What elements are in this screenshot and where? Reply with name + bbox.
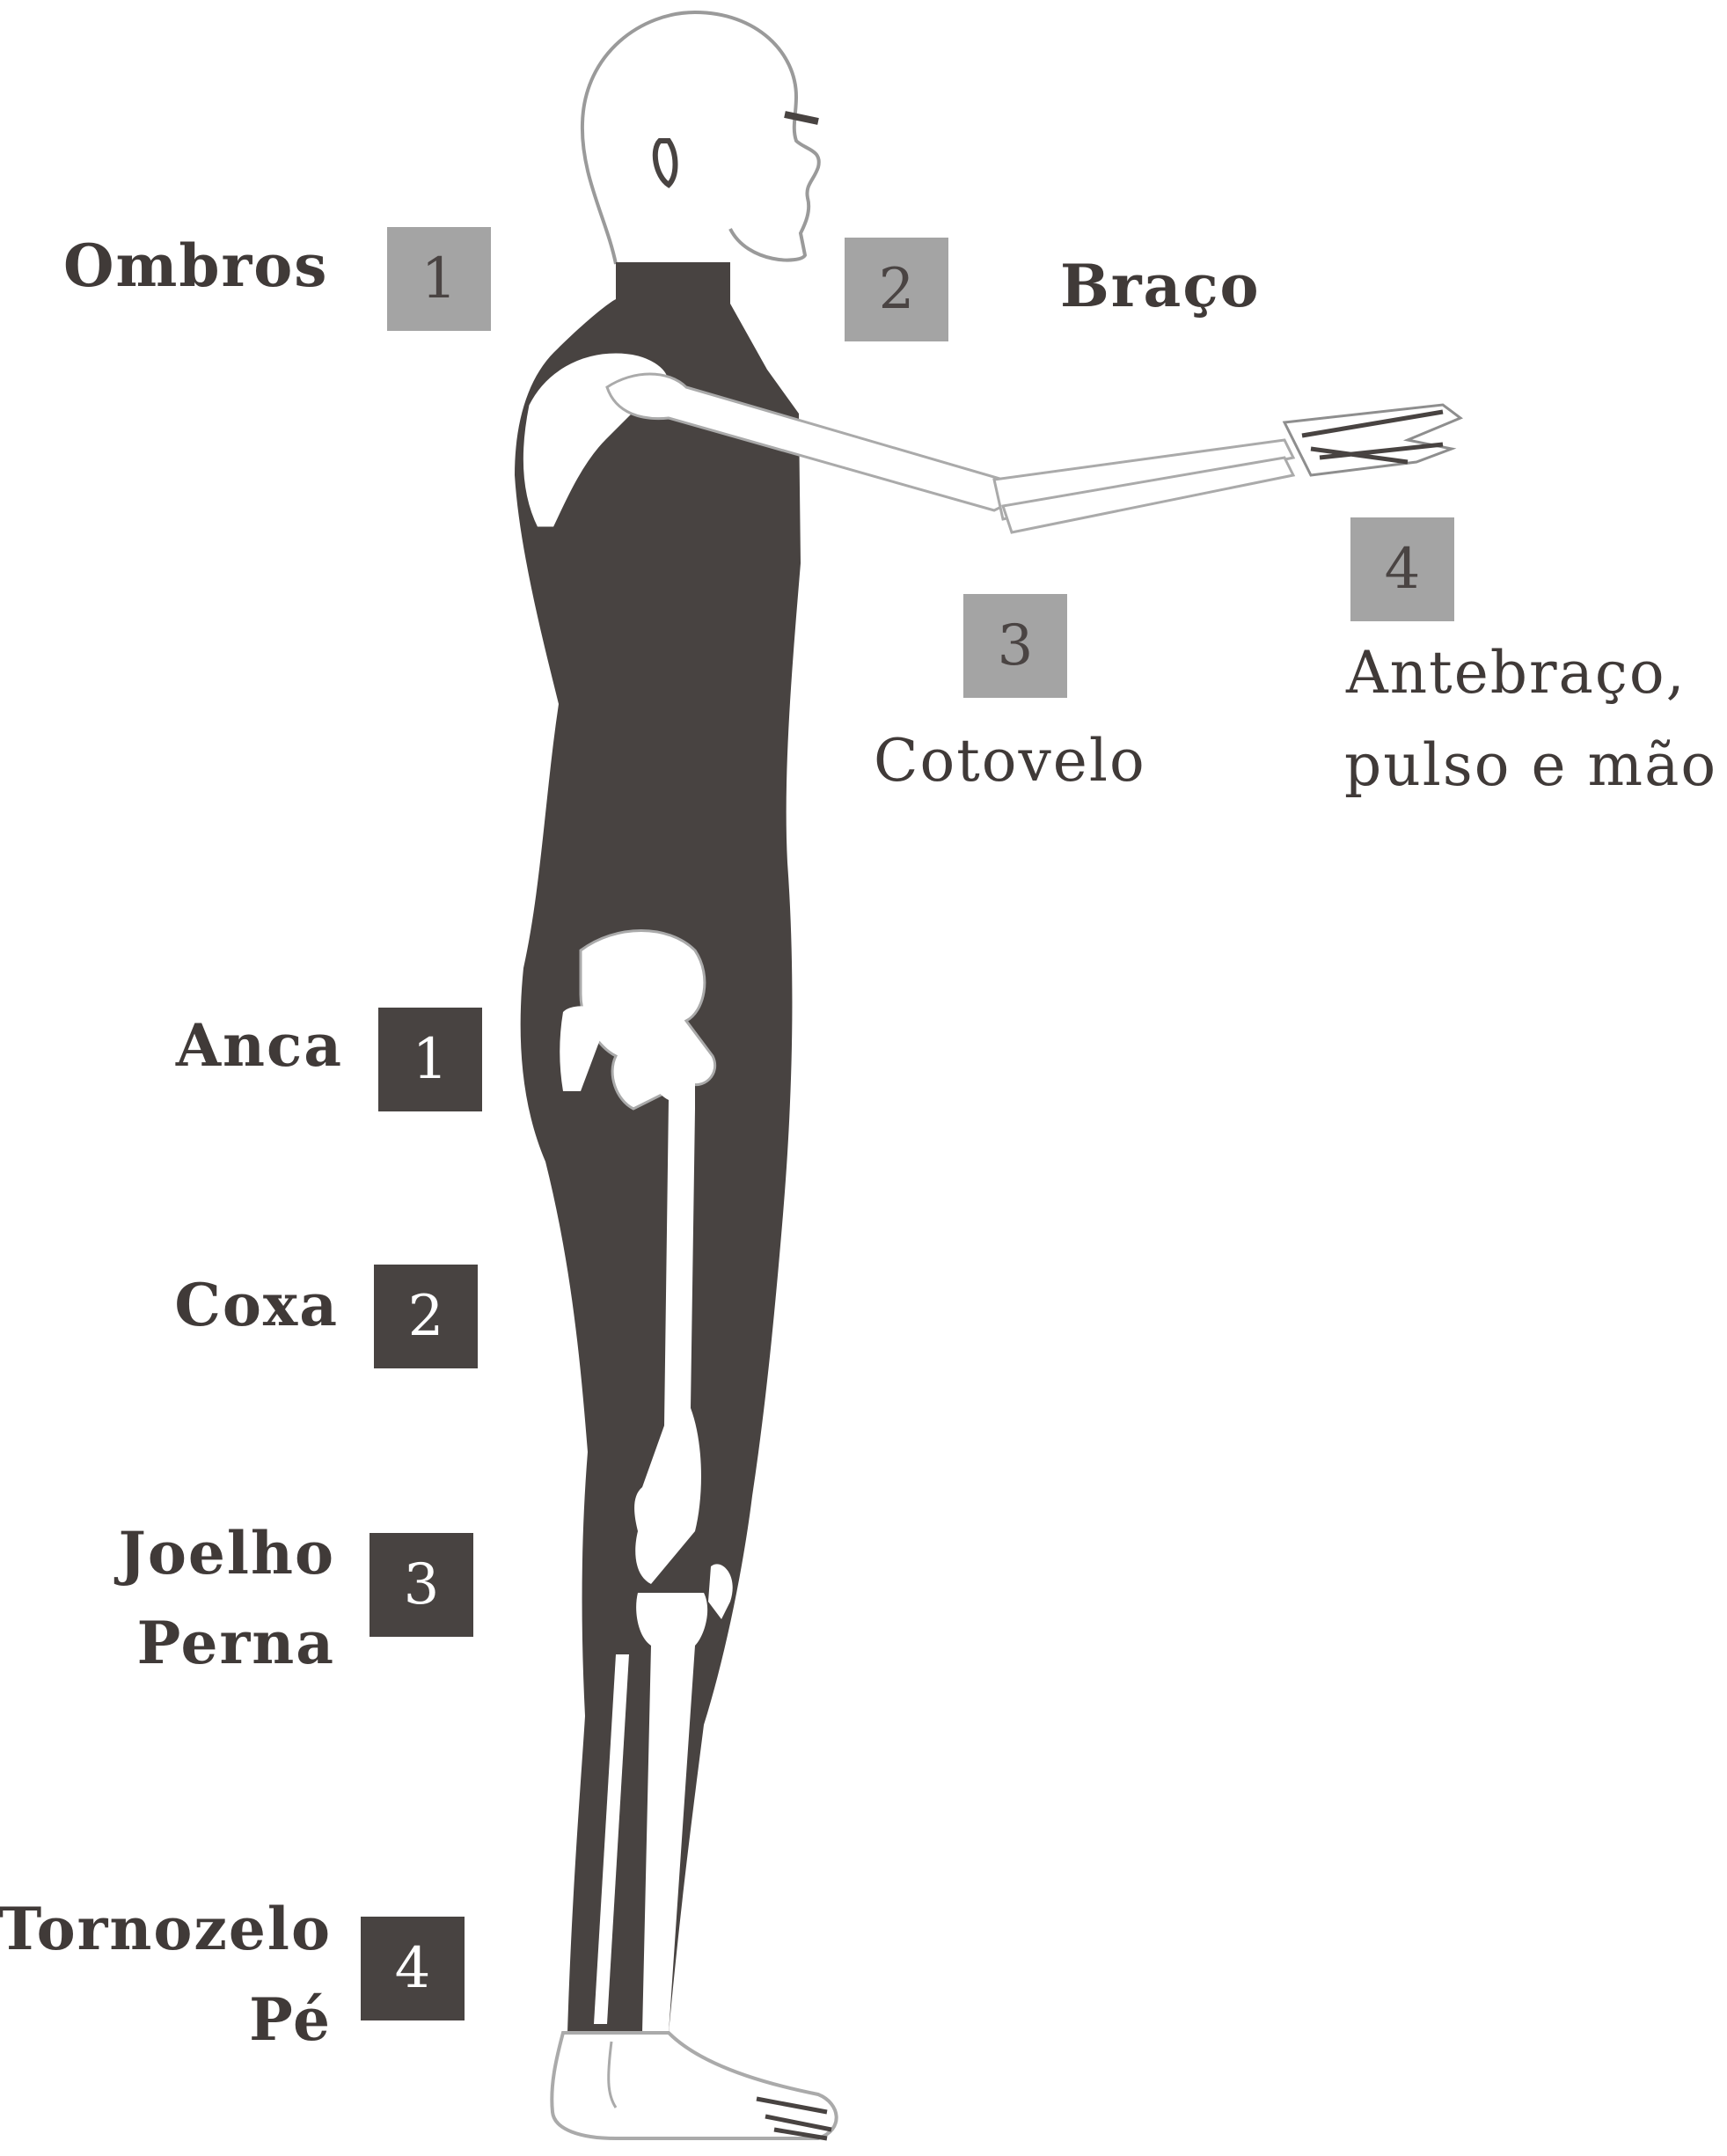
number-box-upper-4: 4 (1350, 517, 1454, 621)
head (582, 12, 819, 264)
label-antebraco-line1: Antebraço, (1346, 638, 1687, 709)
label-coxa: Coxa (174, 1270, 339, 1341)
number-box-upper-2: 2 (845, 238, 948, 341)
label-joelho: Joelho (119, 1518, 335, 1589)
label-ombros: Ombros (63, 231, 328, 302)
label-cotovelo: Cotovelo (874, 726, 1146, 797)
label-anca: Anca (176, 1010, 343, 1082)
label-antebraco-line2: pulso e mão (1344, 730, 1717, 802)
number-box-upper-3: 3 (963, 594, 1067, 698)
number-box-lower-3: 3 (370, 1533, 473, 1637)
number-box-upper-1: 1 (387, 227, 491, 331)
label-perna: Perna (137, 1608, 335, 1679)
label-braco: Braço (1060, 251, 1261, 322)
number-box-lower-2: 2 (374, 1265, 478, 1368)
number-box-lower-1: 1 (378, 1008, 482, 1111)
label-pe: Pé (249, 1984, 332, 2056)
label-tornozelo: Tornozelo (0, 1894, 332, 1965)
number-box-lower-4: 4 (361, 1917, 465, 2020)
